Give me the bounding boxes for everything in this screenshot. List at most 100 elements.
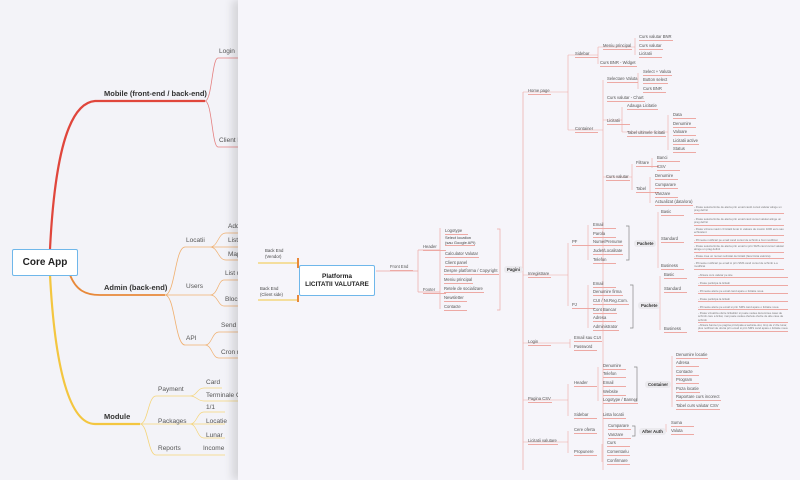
- mobile-client[interactable]: Client P: [219, 137, 242, 144]
- selectare-item[interactable]: Select + Valuta: [643, 69, 672, 76]
- selectare-valuta[interactable]: Selectare Valuta: [607, 76, 639, 83]
- menu-item[interactable]: Curs valutar BNR: [639, 34, 673, 41]
- admin-locatii[interactable]: Locatii: [186, 237, 205, 244]
- csv-container-item[interactable]: Poza locatie: [676, 386, 700, 393]
- cere-oferta-item[interactable]: Cumparare: [608, 423, 631, 430]
- licitatii-valutare-node[interactable]: Licitatii valutare: [528, 438, 558, 445]
- packages-lunar[interactable]: Lunar: [206, 432, 223, 439]
- csv-header-item[interactable]: Telefon: [603, 371, 626, 378]
- pf-field[interactable]: Telefon: [593, 257, 616, 264]
- pf-pachete-summary[interactable]: Pachete: [634, 240, 657, 247]
- tabel-lic-item[interactable]: Valoare: [673, 129, 696, 136]
- home-widget[interactable]: Curs BNR - Widget: [600, 60, 637, 67]
- module-packages[interactable]: Packages: [158, 418, 187, 425]
- footer-item[interactable]: Newsletter: [444, 295, 467, 302]
- tabel[interactable]: Tabel: [636, 186, 659, 193]
- pf-field[interactable]: Nume/Prenume: [593, 239, 624, 246]
- home-container[interactable]: Container: [575, 126, 598, 133]
- packages-locatie[interactable]: Locatie: [206, 418, 227, 425]
- pj-field[interactable]: CUI / Nr.Reg.Com.: [593, 298, 629, 305]
- after-auth-summary[interactable]: After Auth: [639, 428, 666, 435]
- pj-field[interactable]: Adresa: [593, 315, 616, 322]
- inregistrare-node[interactable]: Inregistrare: [528, 271, 551, 278]
- module-payment[interactable]: Payment: [158, 386, 184, 393]
- filtrare-item[interactable]: CSV: [657, 164, 680, 171]
- propunere[interactable]: Propunere: [574, 449, 597, 456]
- locatii-add[interactable]: Add: [228, 223, 240, 230]
- propunere-item[interactable]: Confirmare: [607, 458, 630, 465]
- pf-package[interactable]: Business: [661, 263, 684, 270]
- footer-node[interactable]: Footer: [423, 287, 446, 294]
- admin-branch[interactable]: Admin (back-end): [104, 283, 168, 292]
- pj-field[interactable]: Cont Bancar: [593, 307, 618, 314]
- mobile-branch[interactable]: Mobile (front-end / back-end): [104, 89, 207, 98]
- pf-package[interactable]: Standard: [661, 236, 684, 243]
- module-reports[interactable]: Reports: [158, 445, 181, 452]
- admin-api[interactable]: API: [186, 335, 197, 342]
- footer-item[interactable]: Retele de socializare: [444, 286, 484, 293]
- pj-package[interactable]: Business: [664, 326, 687, 333]
- tabel-lic-item[interactable]: Status: [673, 146, 696, 153]
- api-send[interactable]: Send n: [221, 322, 242, 329]
- login-field[interactable]: Email sau CUI: [574, 335, 602, 342]
- login-node[interactable]: Login: [528, 339, 551, 346]
- tabel-item[interactable]: Denumire: [655, 173, 678, 180]
- pj-field[interactable]: Email: [593, 281, 616, 288]
- csv-container-item[interactable]: Tabel curs valutar CSV: [676, 403, 720, 410]
- curs-chart[interactable]: Curs valutar - Chart: [607, 95, 645, 102]
- api-cron[interactable]: Cron n: [221, 349, 241, 356]
- header-item[interactable]: Calculator Valutar: [445, 251, 479, 258]
- tabel-lic-item[interactable]: Data: [673, 112, 696, 119]
- reports-income[interactable]: Income: [203, 445, 225, 452]
- backend-vendor[interactable]: Back End(Vendor): [265, 248, 283, 259]
- header-item[interactable]: Logotype: [445, 228, 468, 235]
- home-sidebar[interactable]: Sidebar: [575, 51, 598, 58]
- filtrare[interactable]: Filtrare: [636, 160, 659, 167]
- filtrare-item[interactable]: Banci: [657, 155, 680, 162]
- after-auth-item[interactable]: Valuta: [671, 428, 694, 435]
- locatii-list[interactable]: List l: [228, 237, 242, 244]
- tabel-licitatii[interactable]: Tabel ultimele licitatii: [627, 130, 667, 137]
- curs-valutar[interactable]: Curs valutar: [606, 174, 630, 181]
- pj-field[interactable]: Administrator: [593, 324, 619, 331]
- selectare-item[interactable]: Button select: [643, 77, 669, 84]
- home-licitatii[interactable]: Licitatii: [607, 118, 630, 125]
- frontend-node[interactable]: Front End: [390, 264, 413, 271]
- csv-sidebar[interactable]: Sidebar: [574, 412, 597, 419]
- packages-1-1[interactable]: 1/1: [206, 404, 216, 411]
- pf-field[interactable]: Parola: [593, 231, 616, 238]
- cere-oferta-item[interactable]: Vanzare: [608, 432, 631, 439]
- users-list[interactable]: List u: [225, 270, 241, 277]
- pf-field[interactable]: Judet/Localitate: [593, 248, 624, 255]
- csv-container-item[interactable]: Adresa: [676, 360, 699, 367]
- header-item[interactable]: Client panel: [445, 260, 469, 267]
- csv-container-summary[interactable]: Container: [645, 381, 672, 388]
- header-item[interactable]: Select location(sau Google API): [445, 235, 476, 247]
- tabel-item[interactable]: Actualizat (data/ora): [655, 199, 694, 206]
- after-auth-item[interactable]: Suma: [671, 420, 694, 427]
- admin-users[interactable]: Users: [186, 283, 203, 290]
- footer-item[interactable]: Meniu principal: [444, 277, 474, 284]
- csv-page-node[interactable]: Pagina CSV: [528, 396, 552, 403]
- footer-item[interactable]: Despre platforma / Copyright: [444, 268, 499, 275]
- adauga-licitatie[interactable]: Adauga Licitatie: [627, 103, 658, 110]
- users-block[interactable]: Block: [225, 296, 241, 303]
- backend-client[interactable]: Back End(Client side): [260, 286, 283, 297]
- pj-package[interactable]: Standard: [664, 286, 687, 293]
- pj-package[interactable]: Basic: [664, 272, 687, 279]
- csv-sidebar-item[interactable]: Lista locatii: [603, 412, 626, 419]
- pf-field[interactable]: Email: [593, 222, 616, 229]
- home-page-node[interactable]: Home page: [528, 88, 551, 95]
- csv-header-item[interactable]: Email: [603, 380, 626, 387]
- csv-header-item[interactable]: Denumire: [603, 363, 626, 370]
- payment-card[interactable]: Card: [206, 379, 221, 386]
- pj-field[interactable]: Denumire firma: [593, 289, 623, 296]
- locatii-map[interactable]: Map: [228, 251, 241, 258]
- payment-terminale[interactable]: Terminale QR: [206, 392, 246, 399]
- csv-container-item[interactable]: Raportare curs incorect: [676, 394, 721, 401]
- pj-pachete-summary[interactable]: Pachete: [638, 302, 661, 309]
- csv-container-item[interactable]: Contacte: [676, 369, 699, 376]
- propunere-item[interactable]: Comentariu: [607, 449, 630, 456]
- module-branch[interactable]: Module: [104, 412, 131, 421]
